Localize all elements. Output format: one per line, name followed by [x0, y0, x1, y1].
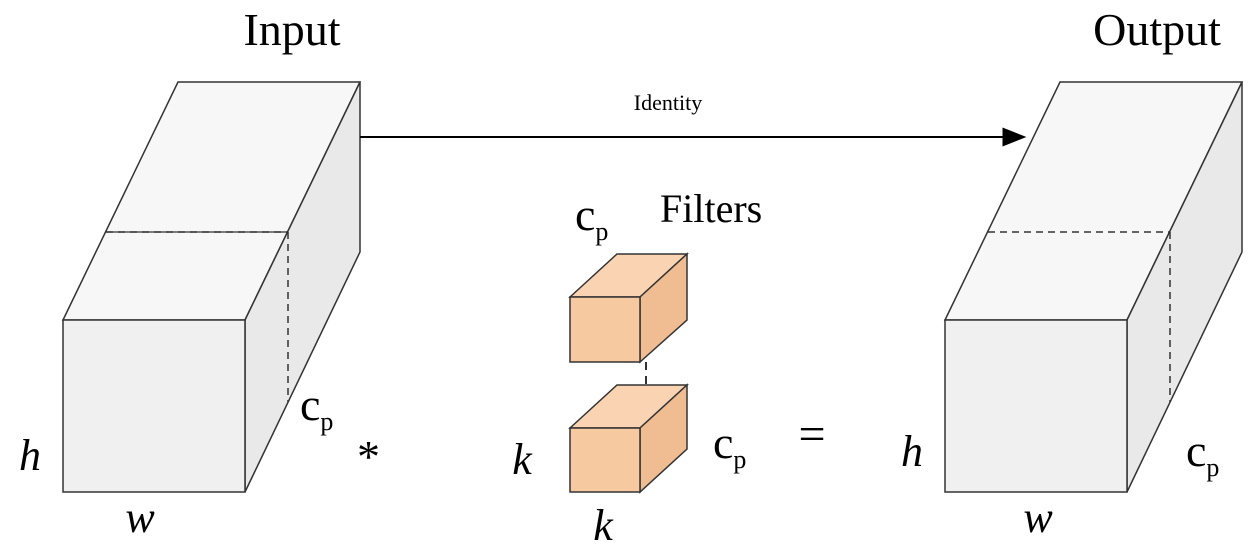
output-block-front-face	[944, 319, 1128, 493]
kernel-width-label: k	[593, 501, 614, 550]
filter-cube-top	[568, 252, 689, 364]
output-channel-label: cp	[1186, 425, 1219, 482]
identity-label: Identity	[634, 90, 702, 115]
output-width-label: w	[1023, 493, 1053, 542]
filter-top-cube-front-face	[569, 296, 641, 363]
output-height-label: h	[901, 427, 923, 476]
input-channel-label: cp	[300, 379, 333, 436]
kernel-height-label: k	[512, 435, 533, 484]
filter-bottom-cube-front-face	[569, 427, 641, 493]
equals-sign: =	[798, 408, 825, 461]
filters-count-label: cp	[575, 189, 608, 246]
input-block-front-face	[62, 319, 246, 493]
input-width-label: w	[125, 493, 155, 542]
filters-title: Filters	[660, 186, 762, 231]
filter-depth-label: cp	[713, 417, 746, 474]
input-block	[61, 81, 362, 493]
output-title: Output	[1093, 4, 1221, 55]
filter-cube-bottom	[568, 383, 689, 494]
output-block	[943, 81, 1244, 493]
input-title: Input	[243, 4, 340, 55]
input-height-label: h	[19, 431, 41, 480]
convolution-operator: *	[357, 431, 380, 482]
